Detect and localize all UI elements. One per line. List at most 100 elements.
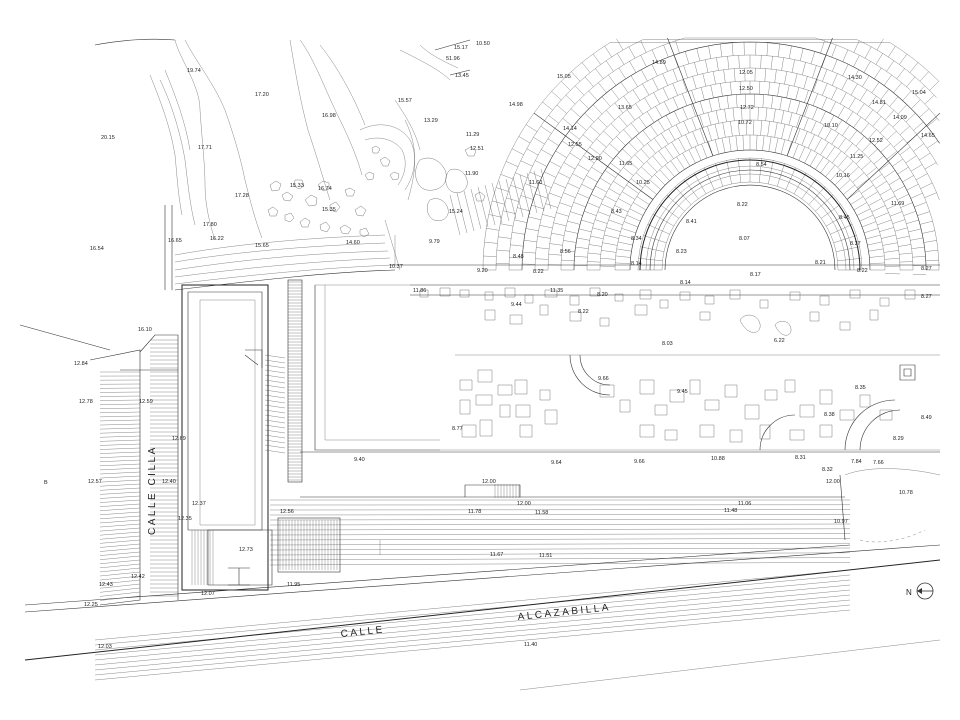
elev-e106: 12.00: [826, 479, 840, 485]
elev-e109: 11.06: [738, 501, 751, 507]
elev-e46: 15.24: [449, 209, 463, 215]
elev-e115: 11.51: [539, 553, 552, 559]
elev-e80: 12.84: [74, 361, 88, 367]
elev-e114: 11.67: [490, 552, 503, 558]
elev-e97: 8.32: [822, 467, 833, 473]
elev-e47: 11.69: [891, 201, 904, 207]
elev-e36: 11.65: [619, 161, 632, 167]
street-label-alcazabilla: ALCAZABILLA: [517, 602, 611, 623]
elev-e110: 11.48: [724, 508, 737, 514]
elev-e33: 11.29: [466, 132, 479, 138]
elev-e43: 11.90: [465, 171, 478, 177]
elev-e118: 12.07: [201, 591, 215, 597]
elev-e28: 14.14: [563, 126, 577, 132]
elev-e01: 19.74: [187, 68, 201, 74]
elev-e23: 12.72: [740, 105, 754, 111]
elev-e10: 15.57: [398, 98, 412, 104]
elev-e44: 11.60: [529, 180, 542, 186]
elev-e26: 14.09: [893, 115, 907, 121]
elev-e24: 14.81: [872, 100, 886, 106]
elev-e73: 8.20: [597, 292, 608, 298]
elev-e121: 12.03: [98, 644, 112, 650]
elev-e50: 8.41: [686, 219, 697, 225]
elev-e95: 7.84: [851, 459, 862, 465]
north-arrow-label: N: [906, 588, 912, 597]
street-label-calle-cilla: CALLE CILLA: [147, 445, 158, 535]
elev-e27: 14.65: [921, 133, 935, 139]
rubble-area-bottom: [440, 354, 940, 451]
elev-e98: 8.29: [893, 436, 904, 442]
elev-e31: 10.10: [824, 123, 838, 129]
elev-e89: 8.77: [452, 426, 463, 432]
elev-e65: 8.23: [676, 249, 687, 255]
elev-e90: 9.40: [354, 457, 365, 463]
elev-e53: 8.07: [739, 236, 750, 242]
elev-e84: 9.66: [598, 376, 609, 382]
elev-e37: 8.54: [756, 162, 767, 168]
lower-right-arc: [844, 468, 941, 543]
orchestra: [639, 159, 861, 271]
elev-e112: 10.78: [899, 490, 913, 496]
elev-e67: 8.21: [815, 260, 826, 266]
elevation-labels: 19.74 17.20 20.15 17.71 17.28 16.54 17.8…: [44, 41, 935, 650]
elev-e122: 11.40: [524, 642, 537, 648]
elev-e07: 17.80: [203, 222, 217, 228]
elev-e62: 8.22: [533, 269, 544, 275]
elev-e06: 16.54: [90, 246, 104, 252]
elev-e103: 12.56: [280, 509, 294, 515]
elev-e42: 10.25: [636, 180, 650, 186]
elev-e108: 11.58: [535, 510, 548, 516]
paving: [94, 451, 940, 681]
elev-e79: 16.10: [138, 327, 152, 333]
elev-e51: 8.45: [839, 215, 850, 221]
elev-e59: 10.37: [389, 264, 403, 270]
elev-e87: 8.38: [824, 412, 835, 418]
elev-e83: 12.69: [172, 436, 186, 442]
elev-e30: 10.72: [738, 120, 752, 126]
elev-e41: 16.74: [318, 186, 332, 192]
terrain-contours: [94, 38, 471, 241]
elev-e69: 8.27: [921, 266, 932, 272]
elev-e21: 14.30: [848, 75, 862, 81]
calle-alcazabilla: [24, 540, 941, 691]
elev-e22: 13.65: [618, 105, 632, 111]
elev-e20: 12.50: [739, 86, 753, 92]
stairs: [99, 168, 552, 601]
elev-e57: 14.60: [346, 240, 360, 246]
elev-e03: 20.15: [101, 135, 115, 141]
calle-cilla-frame: [19, 205, 179, 606]
elev-e85: 9.45: [677, 389, 688, 395]
elev-e72: 9.44: [511, 302, 522, 308]
rubble-area-top: [267, 145, 486, 238]
elev-e81: 12.78: [79, 399, 93, 405]
theatre-cavea: [482, 37, 941, 275]
elev-e17: 14.98: [509, 102, 523, 108]
elev-e66: 8.17: [750, 272, 761, 278]
elev-e77: 8.03: [662, 341, 673, 347]
elev-e76: 8.27: [921, 294, 932, 300]
elev-e16: 15.05: [557, 74, 571, 80]
building-block: [181, 284, 273, 591]
elev-e54: 8.37: [850, 241, 861, 247]
elev-e96: 7.66: [873, 460, 884, 466]
elev-e78: 6.22: [774, 338, 785, 344]
elev-e32: 12.52: [869, 138, 883, 144]
elev-e18: 14.89: [652, 60, 666, 66]
elev-e119: 11.95: [287, 582, 300, 588]
elev-e102: 12.35: [178, 516, 192, 522]
elev-e56: 15.65: [255, 243, 269, 249]
elev-e15: 13.29: [424, 118, 438, 124]
elev-e120: 12.25: [84, 602, 98, 608]
ramp-lines: [174, 219, 401, 291]
elev-e58: 9.79: [429, 239, 440, 245]
elev-e09: 16.98: [322, 113, 336, 119]
elev-e13: 10.50: [476, 41, 490, 47]
elev-e94: 8.31: [795, 455, 806, 461]
north-arrow-icon: N: [906, 582, 934, 600]
scaena: [390, 264, 940, 336]
elev-e113: 12.73: [239, 547, 253, 553]
elev-e12: 15.17: [454, 45, 468, 51]
elev-e45: 15.35: [322, 207, 336, 213]
elev-e68: 8.22: [857, 268, 868, 274]
elev-e91: 9.64: [551, 460, 562, 466]
